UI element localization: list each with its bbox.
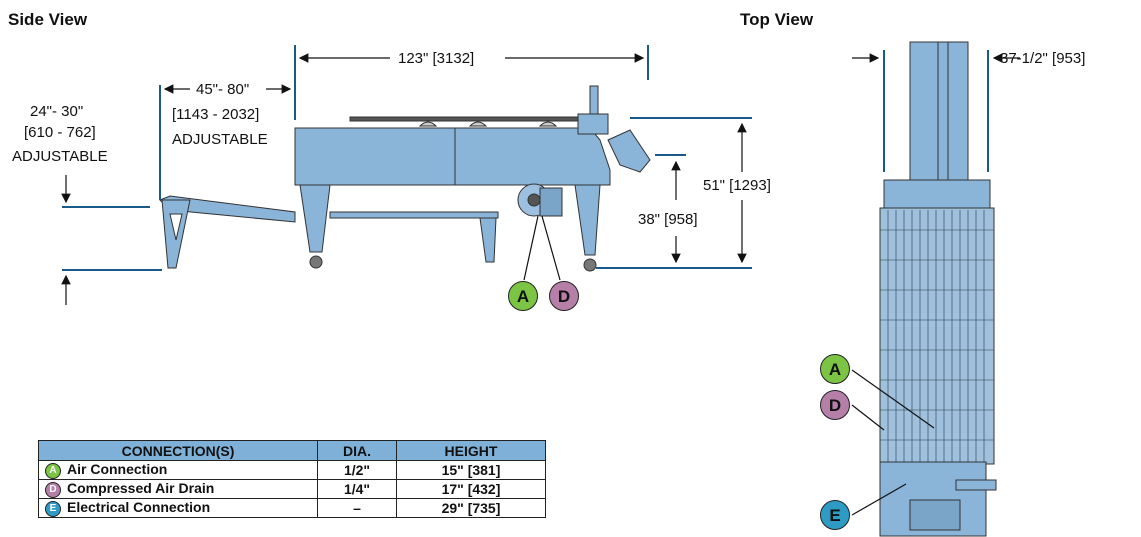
dia-cell: 1/2"	[317, 460, 397, 480]
infeed-length-mm-label: [1143 - 2032]	[172, 106, 260, 123]
table-header-row: CONNECTION(S) DIA. HEIGHT	[38, 440, 546, 461]
header-connections: CONNECTION(S)	[38, 440, 318, 461]
overall-height-label: 51" [1293]	[703, 177, 771, 194]
connection-cell: D Compressed Air Drain	[38, 479, 318, 499]
air-connection-tag: A	[45, 462, 61, 479]
table-row: A Air Connection 1/2" 15" [381]	[38, 460, 546, 480]
side-view-arrows	[61, 53, 747, 305]
side-view-dimensions	[62, 45, 752, 271]
callout-e-top: E	[820, 500, 850, 530]
callout-d-top: D	[820, 390, 850, 420]
connection-name: Compressed Air Drain	[67, 480, 215, 497]
dia-cell: –	[317, 498, 397, 518]
connections-table: CONNECTION(S) DIA. HEIGHT A Air Connectio…	[38, 440, 546, 518]
header-height: HEIGHT	[396, 440, 546, 461]
top-view-machine	[879, 41, 997, 537]
infeed-height-adjustable-label: ADJUSTABLE	[12, 148, 108, 165]
side-view-machine	[159, 85, 651, 272]
discharge-height-label: 38" [958]	[638, 211, 698, 228]
overall-length-label: 123" [3132]	[398, 50, 475, 67]
connection-cell: A Air Connection	[38, 460, 318, 480]
side-view-title: Side View	[8, 10, 88, 29]
overall-width-label: 37-1/2" [953]	[1000, 50, 1086, 67]
air-drain-tag: D	[45, 481, 61, 498]
callout-a-side: A	[508, 281, 538, 311]
top-view-arrows	[851, 53, 1020, 516]
connection-name: Air Connection	[67, 461, 168, 478]
infeed-adjustable-label: ADJUSTABLE	[172, 131, 268, 148]
callout-d-side: D	[549, 281, 579, 311]
infeed-length-label: 45"- 80"	[196, 81, 250, 98]
height-cell: 29" [735]	[396, 498, 546, 518]
connection-name: Electrical Connection	[67, 499, 211, 516]
table-row: D Compressed Air Drain 1/4" 17" [432]	[38, 479, 546, 499]
callout-a-top: A	[820, 354, 850, 384]
header-dia: DIA.	[317, 440, 397, 461]
top-view-title: Top View	[740, 10, 814, 29]
connection-cell: E Electrical Connection	[38, 498, 318, 518]
electrical-tag: E	[45, 500, 61, 517]
infeed-height-label: 24"- 30"	[30, 103, 84, 120]
dia-cell: 1/4"	[317, 479, 397, 499]
height-cell: 15" [381]	[396, 460, 546, 480]
height-cell: 17" [432]	[396, 479, 546, 499]
infeed-height-mm-label: [610 - 762]	[24, 124, 96, 141]
table-row: E Electrical Connection – 29" [735]	[38, 498, 546, 518]
top-view-belt-grid	[880, 210, 994, 462]
top-view-dimensions	[883, 50, 989, 172]
